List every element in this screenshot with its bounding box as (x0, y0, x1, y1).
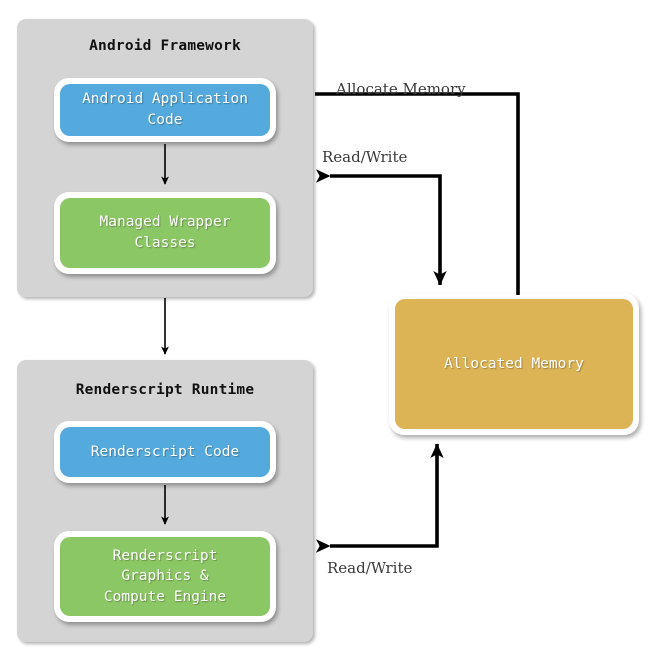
node-allocated-memory-label: Allocated Memory (395, 299, 633, 429)
arrow-read-write-bottom (316, 443, 444, 553)
node-renderscript-engine[interactable]: Renderscript Graphics & Compute Engine (54, 531, 276, 622)
edge-label-read-write-top: Read/Write (322, 148, 408, 166)
group-title-renderscript-runtime: Renderscript Runtime (75, 382, 255, 398)
group-title-android-framework: Android Framework (89, 38, 241, 54)
node-renderscript-code-label: Renderscript Code (60, 427, 270, 477)
arrow-read-write-top (316, 169, 447, 286)
node-managed-wrapper-classes-label: Managed Wrapper Classes (60, 198, 270, 268)
node-allocated-memory[interactable]: Allocated Memory (389, 293, 639, 435)
node-android-application-code-label: Android Application Code (60, 84, 270, 136)
node-renderscript-code[interactable]: Renderscript Code (54, 421, 276, 483)
node-android-application-code[interactable]: Android Application Code (54, 78, 276, 142)
edge-label-read-write-bottom: Read/Write (327, 559, 413, 577)
node-managed-wrapper-classes[interactable]: Managed Wrapper Classes (54, 192, 276, 274)
node-renderscript-engine-label: Renderscript Graphics & Compute Engine (60, 537, 270, 616)
edge-label-allocate-memory: Allocate Memory (336, 80, 466, 98)
arrow-allocate-memory (315, 92, 520, 295)
